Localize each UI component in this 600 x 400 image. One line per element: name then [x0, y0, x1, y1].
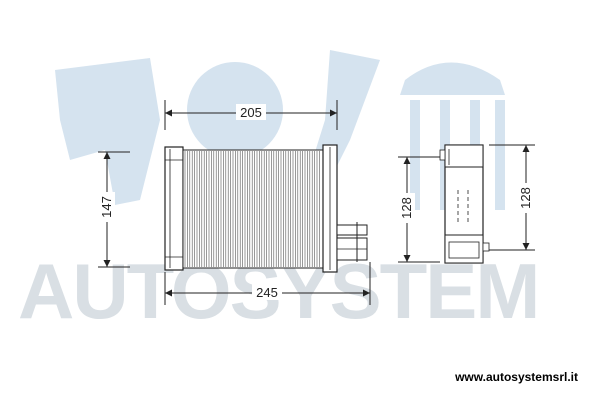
side-bottom-pipe [448, 241, 480, 259]
dim-label-205: 205 [240, 105, 262, 120]
dim-label-bg-147 [99, 192, 115, 222]
side-right-tab [482, 242, 490, 252]
pipe-upper [336, 224, 368, 236]
dimension-core-width: 205 [164, 100, 338, 130]
dimension-side-height-outer: 128 [489, 144, 535, 251]
dim-label-bg-245 [252, 284, 282, 300]
side-top-cap [444, 144, 484, 168]
dim-label-bg-128b [518, 183, 534, 213]
dim-label-245: 245 [256, 285, 278, 300]
watermark-gear-shape [187, 62, 283, 158]
dimension-side-height-inner: 128 [398, 156, 440, 263]
heater-core-side-view [439, 144, 490, 264]
watermark-hand-shape [55, 58, 160, 205]
dim-label-147: 147 [99, 196, 114, 218]
dim-label-128b: 128 [518, 187, 533, 209]
side-left-tab [439, 149, 446, 161]
dim-label-bg-128a [399, 193, 415, 223]
dim-label-bg-205 [236, 104, 266, 120]
left-tank [164, 146, 184, 271]
core-fins [184, 151, 320, 267]
dimension-core-height: 147 [98, 151, 130, 268]
dimension-overall-width: 245 [164, 262, 371, 305]
dim-label-128a: 128 [399, 197, 414, 219]
heater-core-front-view [164, 144, 368, 273]
website-link[interactable]: www.autosystemsrl.it [455, 370, 578, 384]
